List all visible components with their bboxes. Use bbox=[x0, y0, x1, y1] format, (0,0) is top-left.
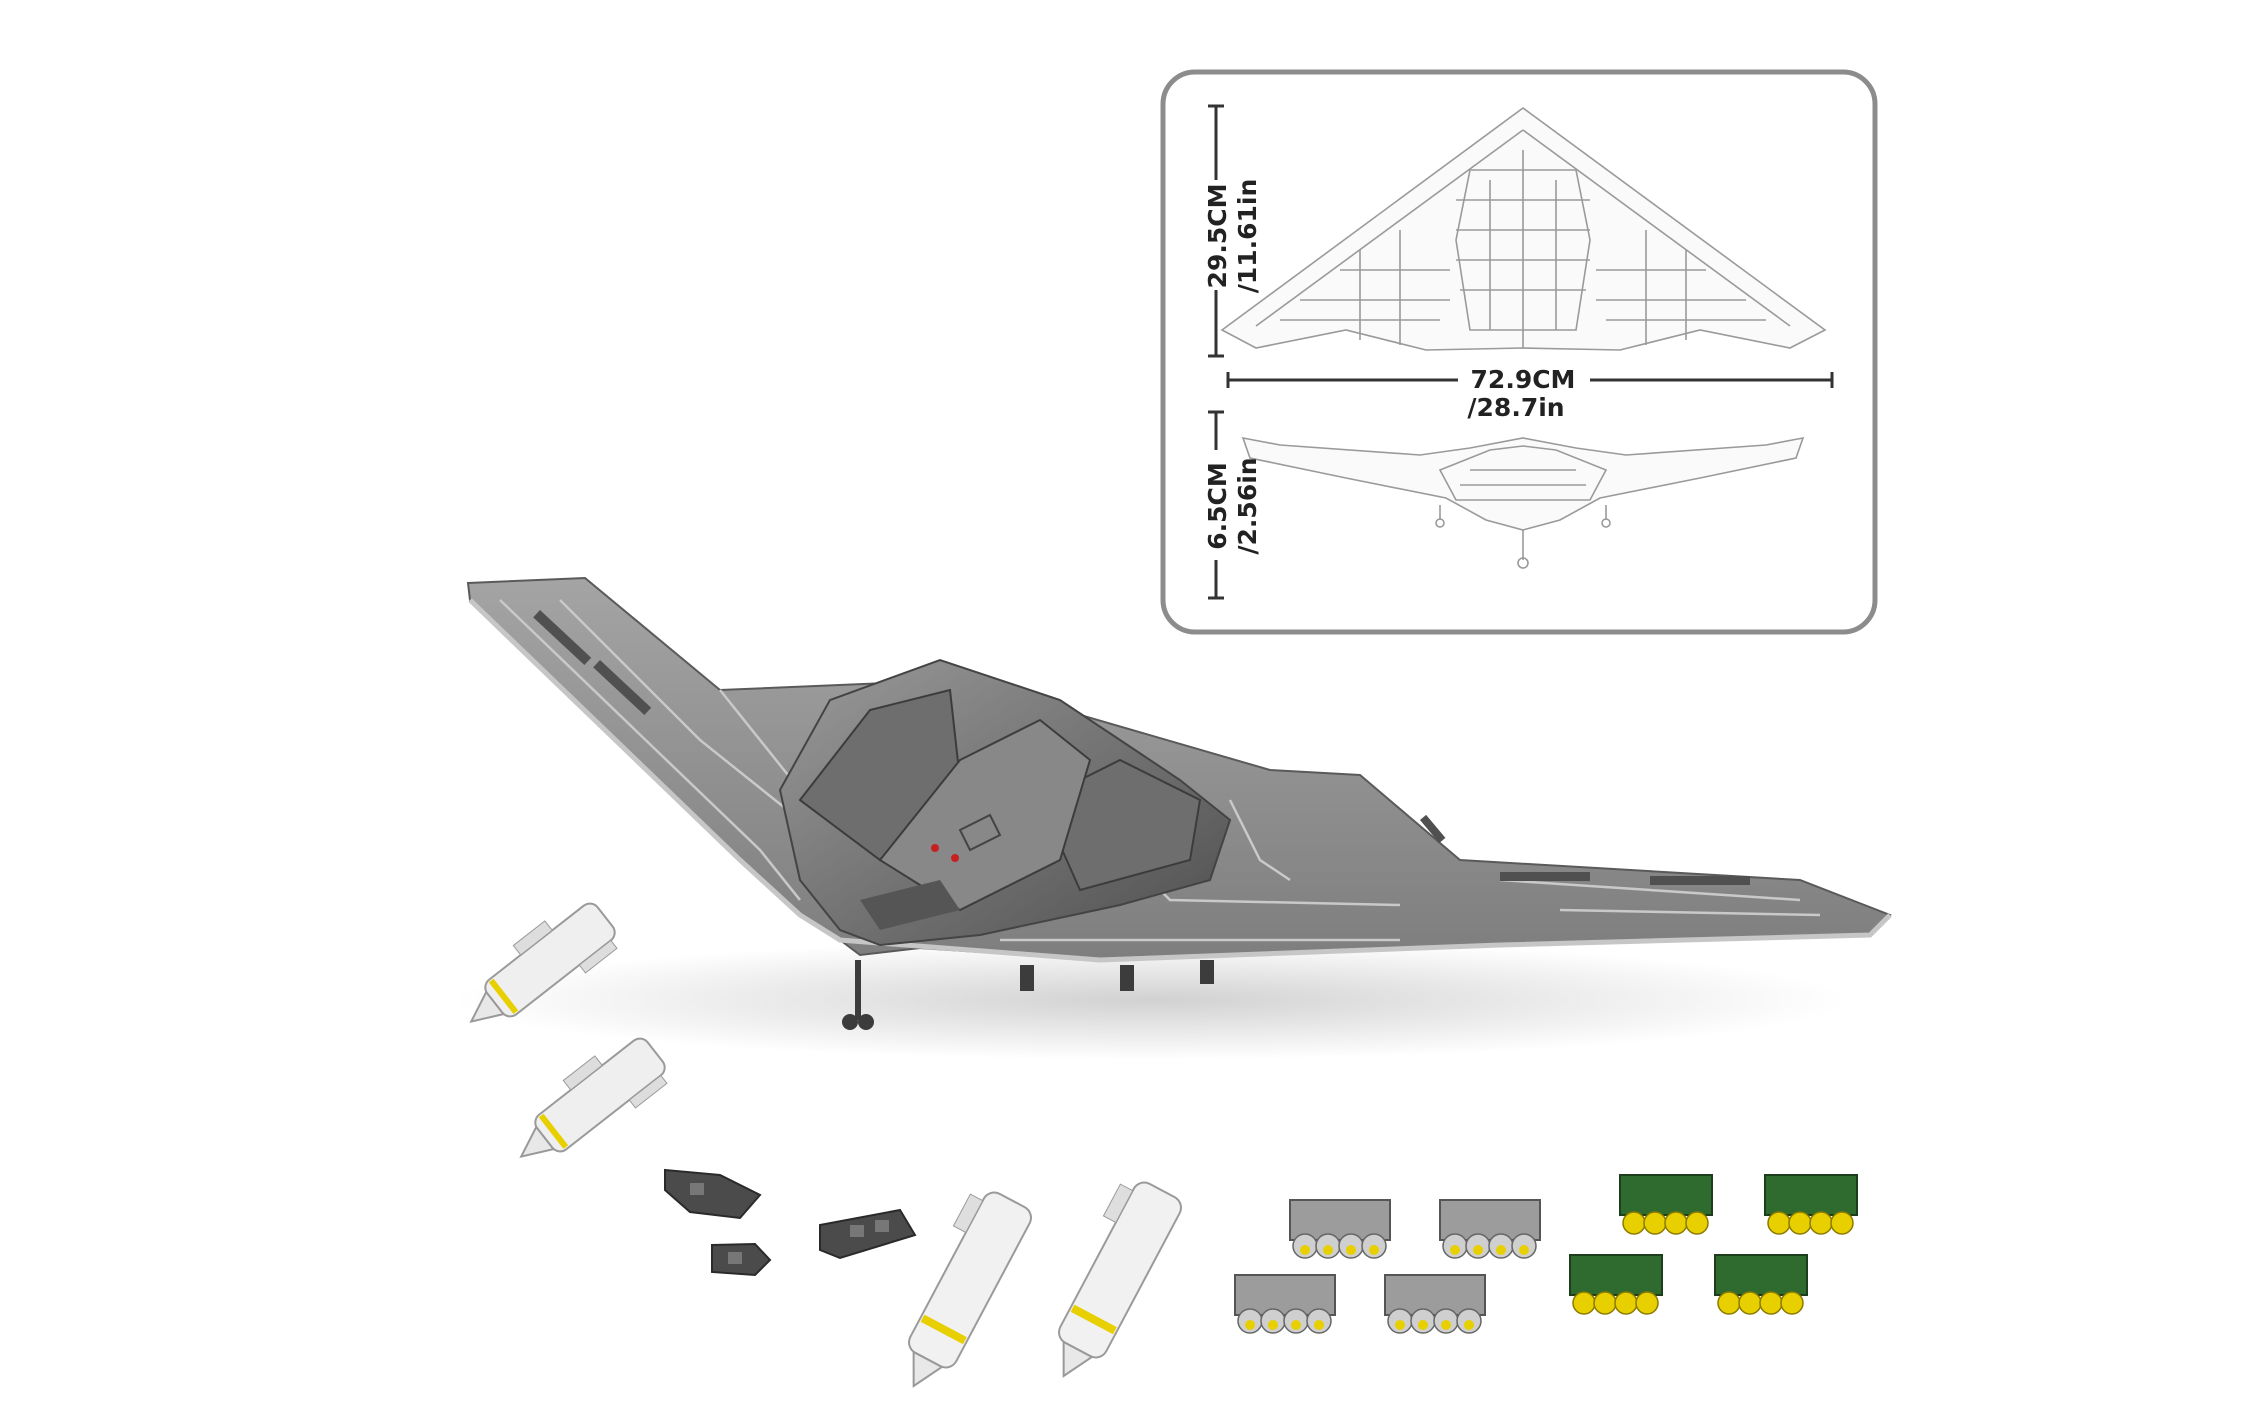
depth-dimension-line bbox=[1208, 410, 1224, 600]
width-imperial-label: /28.7in bbox=[1467, 393, 1564, 422]
bomber-model bbox=[450, 576, 1892, 1060]
height-metric-label: 29.5CM bbox=[1203, 184, 1232, 289]
dimension-panel: 29.5CM /11.61in 72.9CM /28.7in 6.5CM /2.… bbox=[1160, 69, 1878, 635]
green-bomb-rack bbox=[1764, 1174, 1858, 1235]
bomber-wing bbox=[466, 576, 1892, 962]
top-view-drawing bbox=[1220, 107, 1827, 351]
dimension-panel-frame bbox=[1160, 69, 1878, 635]
grey-bomb-rack bbox=[1289, 1199, 1391, 1259]
depth-metric-label: 6.5CM bbox=[1203, 462, 1232, 550]
width-dimension-line bbox=[1226, 372, 1834, 388]
grey-bomb-rack bbox=[1384, 1274, 1486, 1334]
front-view-drawing bbox=[1241, 436, 1805, 569]
hatch-piece bbox=[711, 1242, 772, 1277]
grey-bomb-rack bbox=[1234, 1274, 1336, 1334]
width-metric-label: 72.9CM bbox=[1471, 365, 1576, 394]
height-dimension-line bbox=[1208, 104, 1224, 358]
accessory-parts bbox=[469, 902, 1858, 1388]
green-bomb-rack bbox=[1714, 1254, 1808, 1315]
missile bbox=[908, 1191, 1032, 1388]
cruise-missile bbox=[469, 902, 618, 1024]
missile bbox=[1058, 1181, 1182, 1378]
green-bomb-rack bbox=[1619, 1174, 1713, 1235]
grey-bomb-rack bbox=[1439, 1199, 1541, 1259]
green-bomb-rack bbox=[1569, 1254, 1663, 1315]
hatch-piece bbox=[664, 1168, 762, 1220]
depth-imperial-label: /2.56in bbox=[1233, 457, 1262, 554]
cruise-missile bbox=[519, 1037, 668, 1159]
hatch-piece bbox=[819, 1208, 917, 1260]
height-imperial-label: /11.61in bbox=[1233, 179, 1262, 294]
